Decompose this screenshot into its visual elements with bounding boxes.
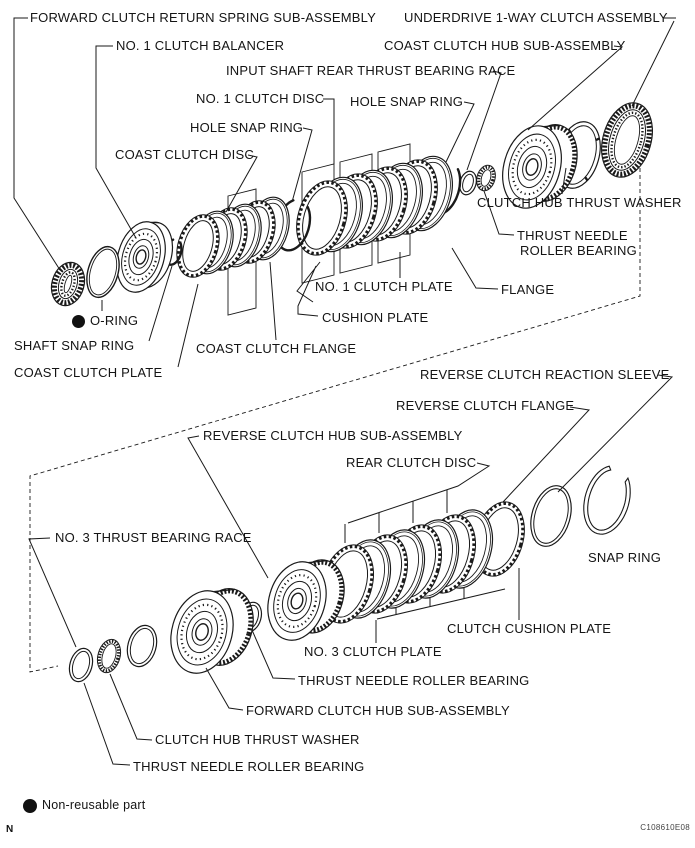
leader-lines-bottom (28, 374, 674, 766)
label-forward-clutch-return-spring: FORWARD CLUTCH RETURN SPRING SUB-ASSEMBL… (30, 10, 376, 25)
label-clutch-cushion-plate: CLUTCH CUSHION PLATE (447, 621, 612, 636)
label-reverse-clutch-reaction-sleeve: REVERSE CLUTCH REACTION SLEEVE (420, 367, 670, 382)
part-forward-clutch-hub-sub-assembly (170, 588, 254, 674)
label-coast-clutch-plate: COAST CLUTCH PLATE (14, 365, 163, 380)
label-thrust-needle-roller-bearing-mid: THRUST NEEDLE ROLLER BEARING (298, 673, 530, 688)
label-thrust-needle-roller-bearing-top: THRUST NEEDLE (517, 228, 628, 243)
label-no3-thrust-bearing-race: NO. 3 THRUST BEARING RACE (55, 530, 252, 545)
part-coast-clutch-hub-sub-assembly (502, 124, 578, 209)
part-snap-ring (583, 465, 631, 535)
label-clutch-hub-thrust-washer-top: CLUTCH HUB THRUST WASHER (477, 195, 682, 210)
label-coast-clutch-hub: COAST CLUTCH HUB SUB-ASSEMBLY (384, 38, 626, 53)
label-thrust-needle-roller-bearing-bottom: THRUST NEEDLE ROLLER BEARING (133, 759, 365, 774)
label-clutch-hub-thrust-washer-bottom: CLUTCH HUB THRUST WASHER (155, 732, 360, 747)
label-underdrive-one-way-clutch: UNDERDRIVE 1-WAY CLUTCH ASSEMBLY (404, 10, 668, 25)
label-coast-clutch-flange: COAST CLUTCH FLANGE (196, 341, 357, 356)
page-marker: N (6, 824, 14, 835)
label-coast-clutch-disc: COAST CLUTCH DISC (115, 147, 254, 162)
label-no1-clutch-disc: NO. 1 CLUTCH DISC (196, 91, 325, 106)
part-no1-clutch-balancer (116, 221, 174, 293)
label-shaft-snap-ring: SHAFT SNAP RING (14, 338, 135, 353)
label-reverse-clutch-hub: REVERSE CLUTCH HUB SUB-ASSEMBLY (203, 428, 463, 443)
part-reverse-clutch-hub-sub-assembly (267, 559, 345, 641)
label-hole-snap-ring-right: HOLE SNAP RING (350, 94, 464, 109)
leader-lines-top (13, 17, 676, 368)
part-o-ring (86, 245, 120, 299)
label-input-shaft-rear-thrust-bearing-race: INPUT SHAFT REAR THRUST BEARING RACE (226, 63, 516, 78)
part-reverse-clutch-reaction-sleeve (530, 485, 572, 547)
label-thrust-needle-roller-bearing-top-2: ROLLER BEARING (520, 243, 637, 258)
label-cushion-plate: CUSHION PLATE (322, 310, 429, 325)
label-flange: FLANGE (501, 282, 555, 297)
figure-code: C108610E08 (640, 823, 690, 832)
label-o-ring: O-RING (90, 313, 139, 328)
legend-non-reusable-part: Non-reusable part (42, 798, 146, 812)
label-snap-ring: SNAP RING (588, 550, 662, 565)
label-reverse-clutch-flange: REVERSE CLUTCH FLANGE (396, 398, 575, 413)
part-coast-clutch-disc (176, 214, 220, 278)
part-no3-thrust-bearing-race (68, 647, 94, 683)
part-thrust-needle-roller-bearing (476, 164, 496, 192)
label-rear-clutch-disc: REAR CLUTCH DISC (346, 455, 477, 470)
label-no3-clutch-plate: NO. 3 CLUTCH PLATE (304, 644, 442, 659)
label-no1-clutch-plate: NO. 1 CLUTCH PLATE (315, 279, 453, 294)
part-forward-clutch-return-spring-sub-assembly (50, 261, 86, 307)
label-hole-snap-ring-left: HOLE SNAP RING (190, 120, 304, 135)
part-no1-clutch-disc (296, 180, 348, 256)
part-clutch-hub-thrust-washer (96, 638, 122, 674)
label-no1-clutch-balancer: NO. 1 CLUTCH BALANCER (116, 38, 285, 53)
non-reusable-legend-icon (23, 799, 37, 813)
non-reusable-marker-icon (72, 315, 85, 328)
part-underdrive-1-way-clutch-assembly (601, 102, 653, 178)
label-forward-clutch-hub: FORWARD CLUTCH HUB SUB-ASSEMBLY (246, 703, 510, 718)
part-thrust-needle-roller-bearing (126, 624, 158, 668)
